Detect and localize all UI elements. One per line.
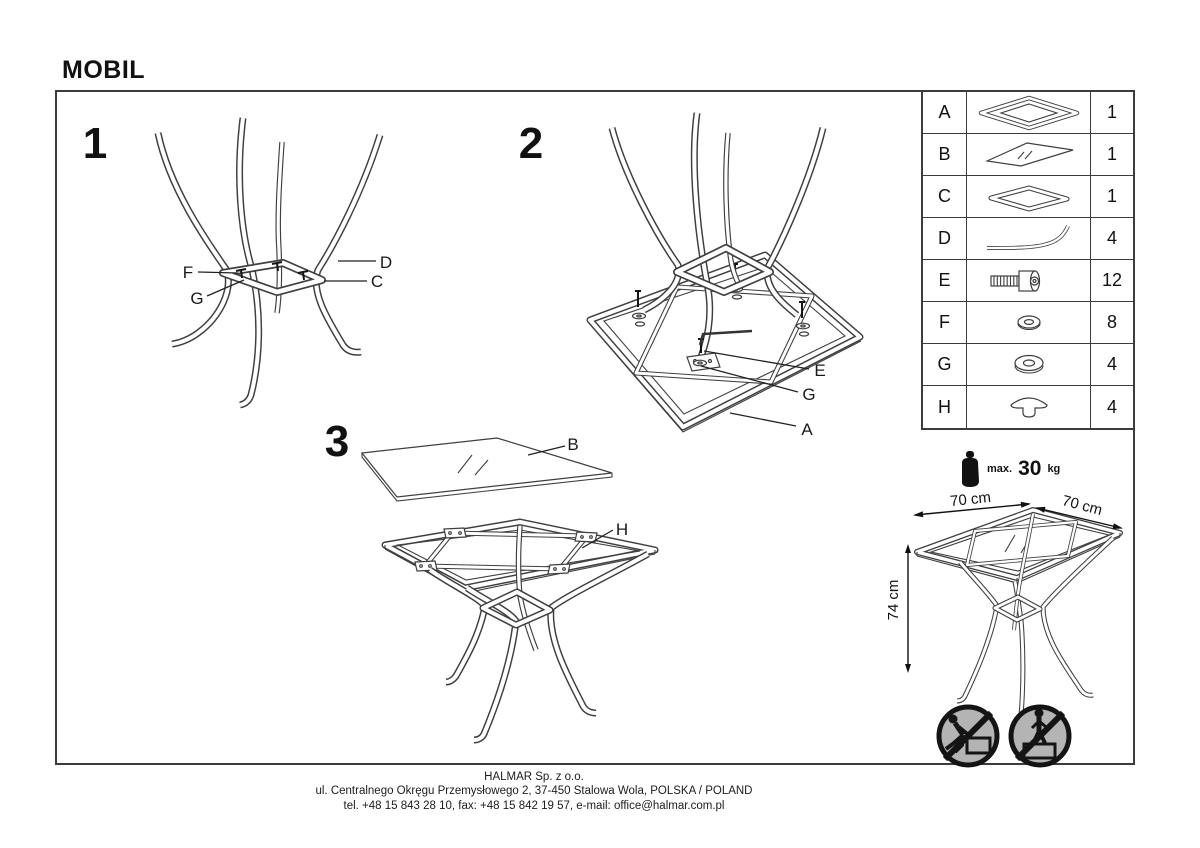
part-qty: 1 [1106, 144, 1117, 164]
part-icon-leg-ring [988, 185, 1069, 211]
width-dimension: 70 cm [949, 489, 991, 510]
table-row: F 8 [923, 302, 1133, 344]
step-2-number: 2 [518, 119, 544, 168]
table-row: B 1 [923, 134, 1133, 176]
footer-address: ul. Centralnego Okręgu Przemysłowego 2, … [315, 785, 753, 798]
no-standing-icon [1008, 704, 1072, 768]
part-icon-table-frame [978, 95, 1079, 130]
part-qty: 4 [1106, 396, 1117, 417]
part-letter: C [923, 176, 967, 217]
step-1-number: 1 [82, 119, 108, 168]
load-limit-value: 30 [1018, 457, 1042, 480]
callout-H: H [616, 520, 628, 539]
part-icon-glass-top [984, 141, 1073, 167]
part-qty: 12 [1101, 270, 1123, 290]
product-title: MOBIL [62, 56, 146, 84]
no-pushing-icon [936, 704, 1000, 768]
footer-contact: tel. +48 15 843 28 10, fax: +48 15 842 1… [343, 799, 725, 812]
callout-E: E [814, 361, 825, 380]
step-2-diagram: E G A [586, 112, 864, 439]
callout-C: C [371, 272, 383, 291]
table-row: E 12 [923, 260, 1133, 302]
table-row: A 1 [923, 92, 1133, 134]
part-letter: H [923, 386, 967, 428]
parts-table: A 1 B 1 C [921, 90, 1135, 430]
part-letter: E [923, 260, 967, 301]
part-qty: 4 [1106, 354, 1117, 374]
table-row: D 4 [923, 218, 1133, 260]
height-dimension: 74 cm [885, 580, 902, 621]
table-row: H 4 [923, 386, 1133, 428]
callout-G2: G [802, 385, 815, 404]
callout-F: F [183, 263, 193, 282]
load-limit: max. 30 kg [959, 449, 1060, 489]
part-icon-screw [989, 269, 1040, 292]
part-letter: G [923, 344, 967, 385]
part-letter: A [923, 92, 967, 133]
part-icon-washer-small [1016, 314, 1041, 330]
step-1-diagram: F G D C [154, 117, 392, 409]
weight-icon [961, 451, 979, 487]
callout-A: A [801, 420, 813, 439]
callout-B: B [567, 435, 578, 454]
part-icon-curved-leg [986, 224, 1070, 250]
load-limit-unit: kg [1047, 463, 1061, 475]
callout-D: D [380, 253, 392, 272]
footer-company: HALMAR Sp. z o.o. [484, 771, 584, 783]
table-row: G 4 [923, 344, 1133, 386]
part-icon-washer-large [1013, 354, 1044, 374]
part-letter: D [923, 218, 967, 259]
step-3-number: 3 [324, 417, 350, 466]
part-qty: 8 [1106, 312, 1117, 332]
part-qty: 1 [1106, 102, 1117, 122]
part-qty: 1 [1106, 186, 1117, 206]
footer: HALMAR Sp. z o.o. ul. Centralnego Okręgu… [134, 770, 934, 813]
allen-key [698, 329, 753, 346]
dimensions-diagram: 70 cm 70 cm 74 cm [885, 489, 1123, 725]
table-row: C 1 [923, 176, 1133, 218]
part-letter: F [923, 302, 967, 343]
callout-G: G [190, 289, 203, 308]
part-letter: B [923, 134, 967, 175]
part-qty: 4 [1106, 228, 1117, 248]
step-3-diagram: B H [360, 435, 659, 744]
part-icon-foot-cap [1009, 397, 1048, 418]
load-limit-label: max. [987, 463, 1013, 475]
